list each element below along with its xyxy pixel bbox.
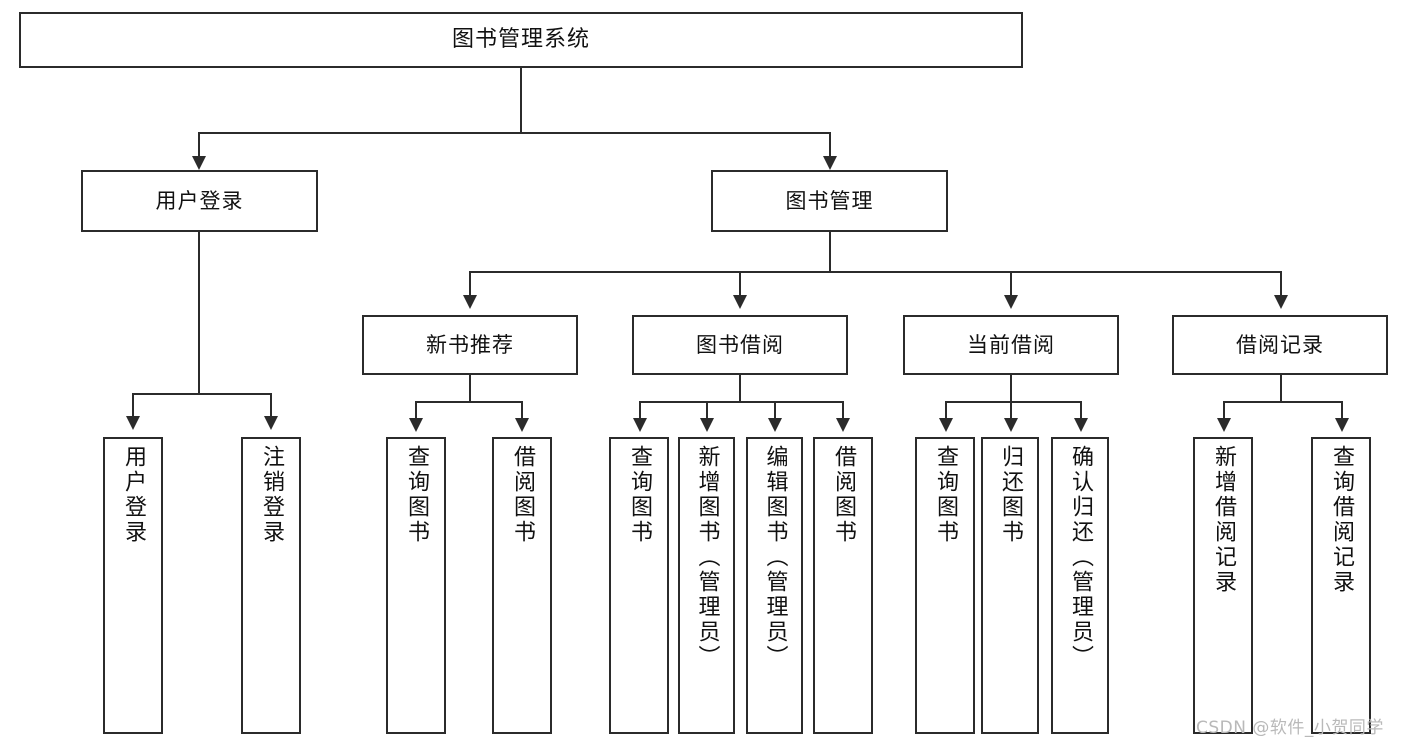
connector-borrow-record-bus [1223, 401, 1343, 403]
connector-drop-leaf-current-borrow-2 [1080, 401, 1082, 418]
connector-new-book-bus [415, 401, 523, 403]
leaf-user-login-login[interactable]: 用户登录 [103, 437, 163, 734]
node-book-manage[interactable]: 图书管理 [711, 170, 948, 232]
arrow-leaf-current-borrow-1 [1004, 418, 1018, 432]
connector-drop-leaf-borrow-record-1 [1341, 401, 1343, 418]
node-label: 注销登录 [259, 445, 284, 545]
arrow-book-borrow [733, 295, 747, 309]
arrow-leaf-user-login-0 [126, 416, 140, 430]
node-label: 查询图书 [404, 445, 429, 545]
arrow-leaf-current-borrow-0 [939, 418, 953, 432]
arrow-user-login [192, 156, 206, 170]
node-label: 查询图书 [933, 445, 958, 545]
arrow-leaf-current-borrow-2 [1074, 418, 1088, 432]
leaf-current-borrow-return[interactable]: 归还图书 [981, 437, 1039, 734]
node-label: 当前借阅 [967, 332, 1055, 357]
connector-book-borrow-stem [739, 375, 741, 402]
leaf-current-borrow-query[interactable]: 查询图书 [915, 437, 975, 734]
arrow-leaf-new-book-0 [409, 418, 423, 432]
connector-drop-leaf-book-borrow-3 [842, 401, 844, 418]
connector-drop-book-borrow [739, 271, 741, 295]
connector-new-book-stem [469, 375, 471, 402]
node-label: 图书借阅 [696, 332, 784, 357]
connector-drop-leaf-book-borrow-2 [774, 401, 776, 418]
arrow-leaf-user-login-1 [264, 416, 278, 430]
node-label: 编辑图书（管理员） [762, 445, 788, 670]
connector-current-borrow-bus [945, 401, 1081, 403]
connector-drop-borrow-record [1280, 271, 1282, 295]
connector-drop-leaf-borrow-record-0 [1223, 401, 1225, 418]
node-user-login[interactable]: 用户登录 [81, 170, 318, 232]
node-label: 查询图书 [627, 445, 652, 545]
node-label: 借阅记录 [1236, 332, 1324, 357]
node-label: 图书管理 [785, 188, 874, 213]
connector-drop-new-book [469, 271, 471, 295]
arrow-leaf-book-borrow-0 [633, 418, 647, 432]
node-label: 用户登录 [155, 188, 244, 213]
connector-drop-leaf-book-borrow-1 [706, 401, 708, 418]
connector-user-login-stem [198, 232, 200, 394]
connector-drop-leaf-current-borrow-1 [1010, 401, 1012, 418]
node-label: 新增图书（管理员） [694, 445, 720, 670]
leaf-book-borrow-add[interactable]: 新增图书（管理员） [678, 437, 735, 734]
leaf-new-book-query[interactable]: 查询图书 [386, 437, 446, 734]
node-label: 归还图书 [998, 445, 1023, 545]
connector-drop-leaf-current-borrow-0 [945, 401, 947, 418]
connector-drop-leaf-new-book-1 [521, 401, 523, 418]
node-book-borrow[interactable]: 图书借阅 [632, 315, 848, 375]
connector-drop-leaf-book-borrow-0 [639, 401, 641, 418]
connector-drop-book-manage [829, 132, 831, 156]
connector-user-login-bus [132, 393, 270, 395]
connector-drop-leaf-new-book-0 [415, 401, 417, 418]
arrow-borrow-record [1274, 295, 1288, 309]
arrow-leaf-book-borrow-1 [700, 418, 714, 432]
leaf-current-borrow-confirm[interactable]: 确认归还（管理员） [1051, 437, 1109, 734]
leaf-user-login-logout[interactable]: 注销登录 [241, 437, 301, 734]
arrow-leaf-book-borrow-3 [836, 418, 850, 432]
connector-root-stem [520, 68, 522, 133]
connector-book-borrow-bus [639, 401, 844, 403]
node-label: 新书推荐 [426, 332, 514, 357]
connector-book-manage-bus [469, 271, 1281, 273]
connector-drop-current-borrow [1010, 271, 1012, 295]
arrow-leaf-borrow-record-1 [1335, 418, 1349, 432]
node-label: 图书管理系统 [451, 27, 590, 53]
leaf-new-book-borrow[interactable]: 借阅图书 [492, 437, 552, 734]
leaf-borrow-record-query[interactable]: 查询借阅记录 [1311, 437, 1371, 734]
node-label: 查询借阅记录 [1329, 445, 1354, 595]
arrow-leaf-new-book-1 [515, 418, 529, 432]
arrow-leaf-borrow-record-0 [1217, 418, 1231, 432]
leaf-book-borrow-query[interactable]: 查询图书 [609, 437, 669, 734]
node-label: 用户登录 [121, 445, 146, 545]
node-label: 新增借阅记录 [1211, 445, 1236, 595]
arrow-current-borrow [1004, 295, 1018, 309]
connector-drop-leaf-user-login-0 [132, 393, 134, 416]
node-label: 借阅图书 [831, 445, 856, 545]
node-label: 借阅图书 [510, 445, 535, 545]
connector-drop-leaf-user-login-1 [270, 393, 272, 416]
node-current-borrow[interactable]: 当前借阅 [903, 315, 1119, 375]
node-label: 确认归还（管理员） [1068, 445, 1093, 670]
connector-borrow-record-stem [1280, 375, 1282, 402]
connector-drop-user-login [198, 132, 200, 156]
node-borrow-record[interactable]: 借阅记录 [1172, 315, 1388, 375]
connector-current-borrow-stem [1010, 375, 1012, 402]
leaf-borrow-record-add[interactable]: 新增借阅记录 [1193, 437, 1253, 734]
arrow-leaf-book-borrow-2 [768, 418, 782, 432]
connector-root-bus [198, 132, 831, 134]
arrow-new-book [463, 295, 477, 309]
node-root-system[interactable]: 图书管理系统 [19, 12, 1023, 68]
leaf-book-borrow-borrow[interactable]: 借阅图书 [813, 437, 873, 734]
connector-book-manage-stem [829, 232, 831, 272]
node-new-book-recommend[interactable]: 新书推荐 [362, 315, 578, 375]
arrow-book-manage [823, 156, 837, 170]
leaf-book-borrow-edit[interactable]: 编辑图书（管理员） [746, 437, 803, 734]
